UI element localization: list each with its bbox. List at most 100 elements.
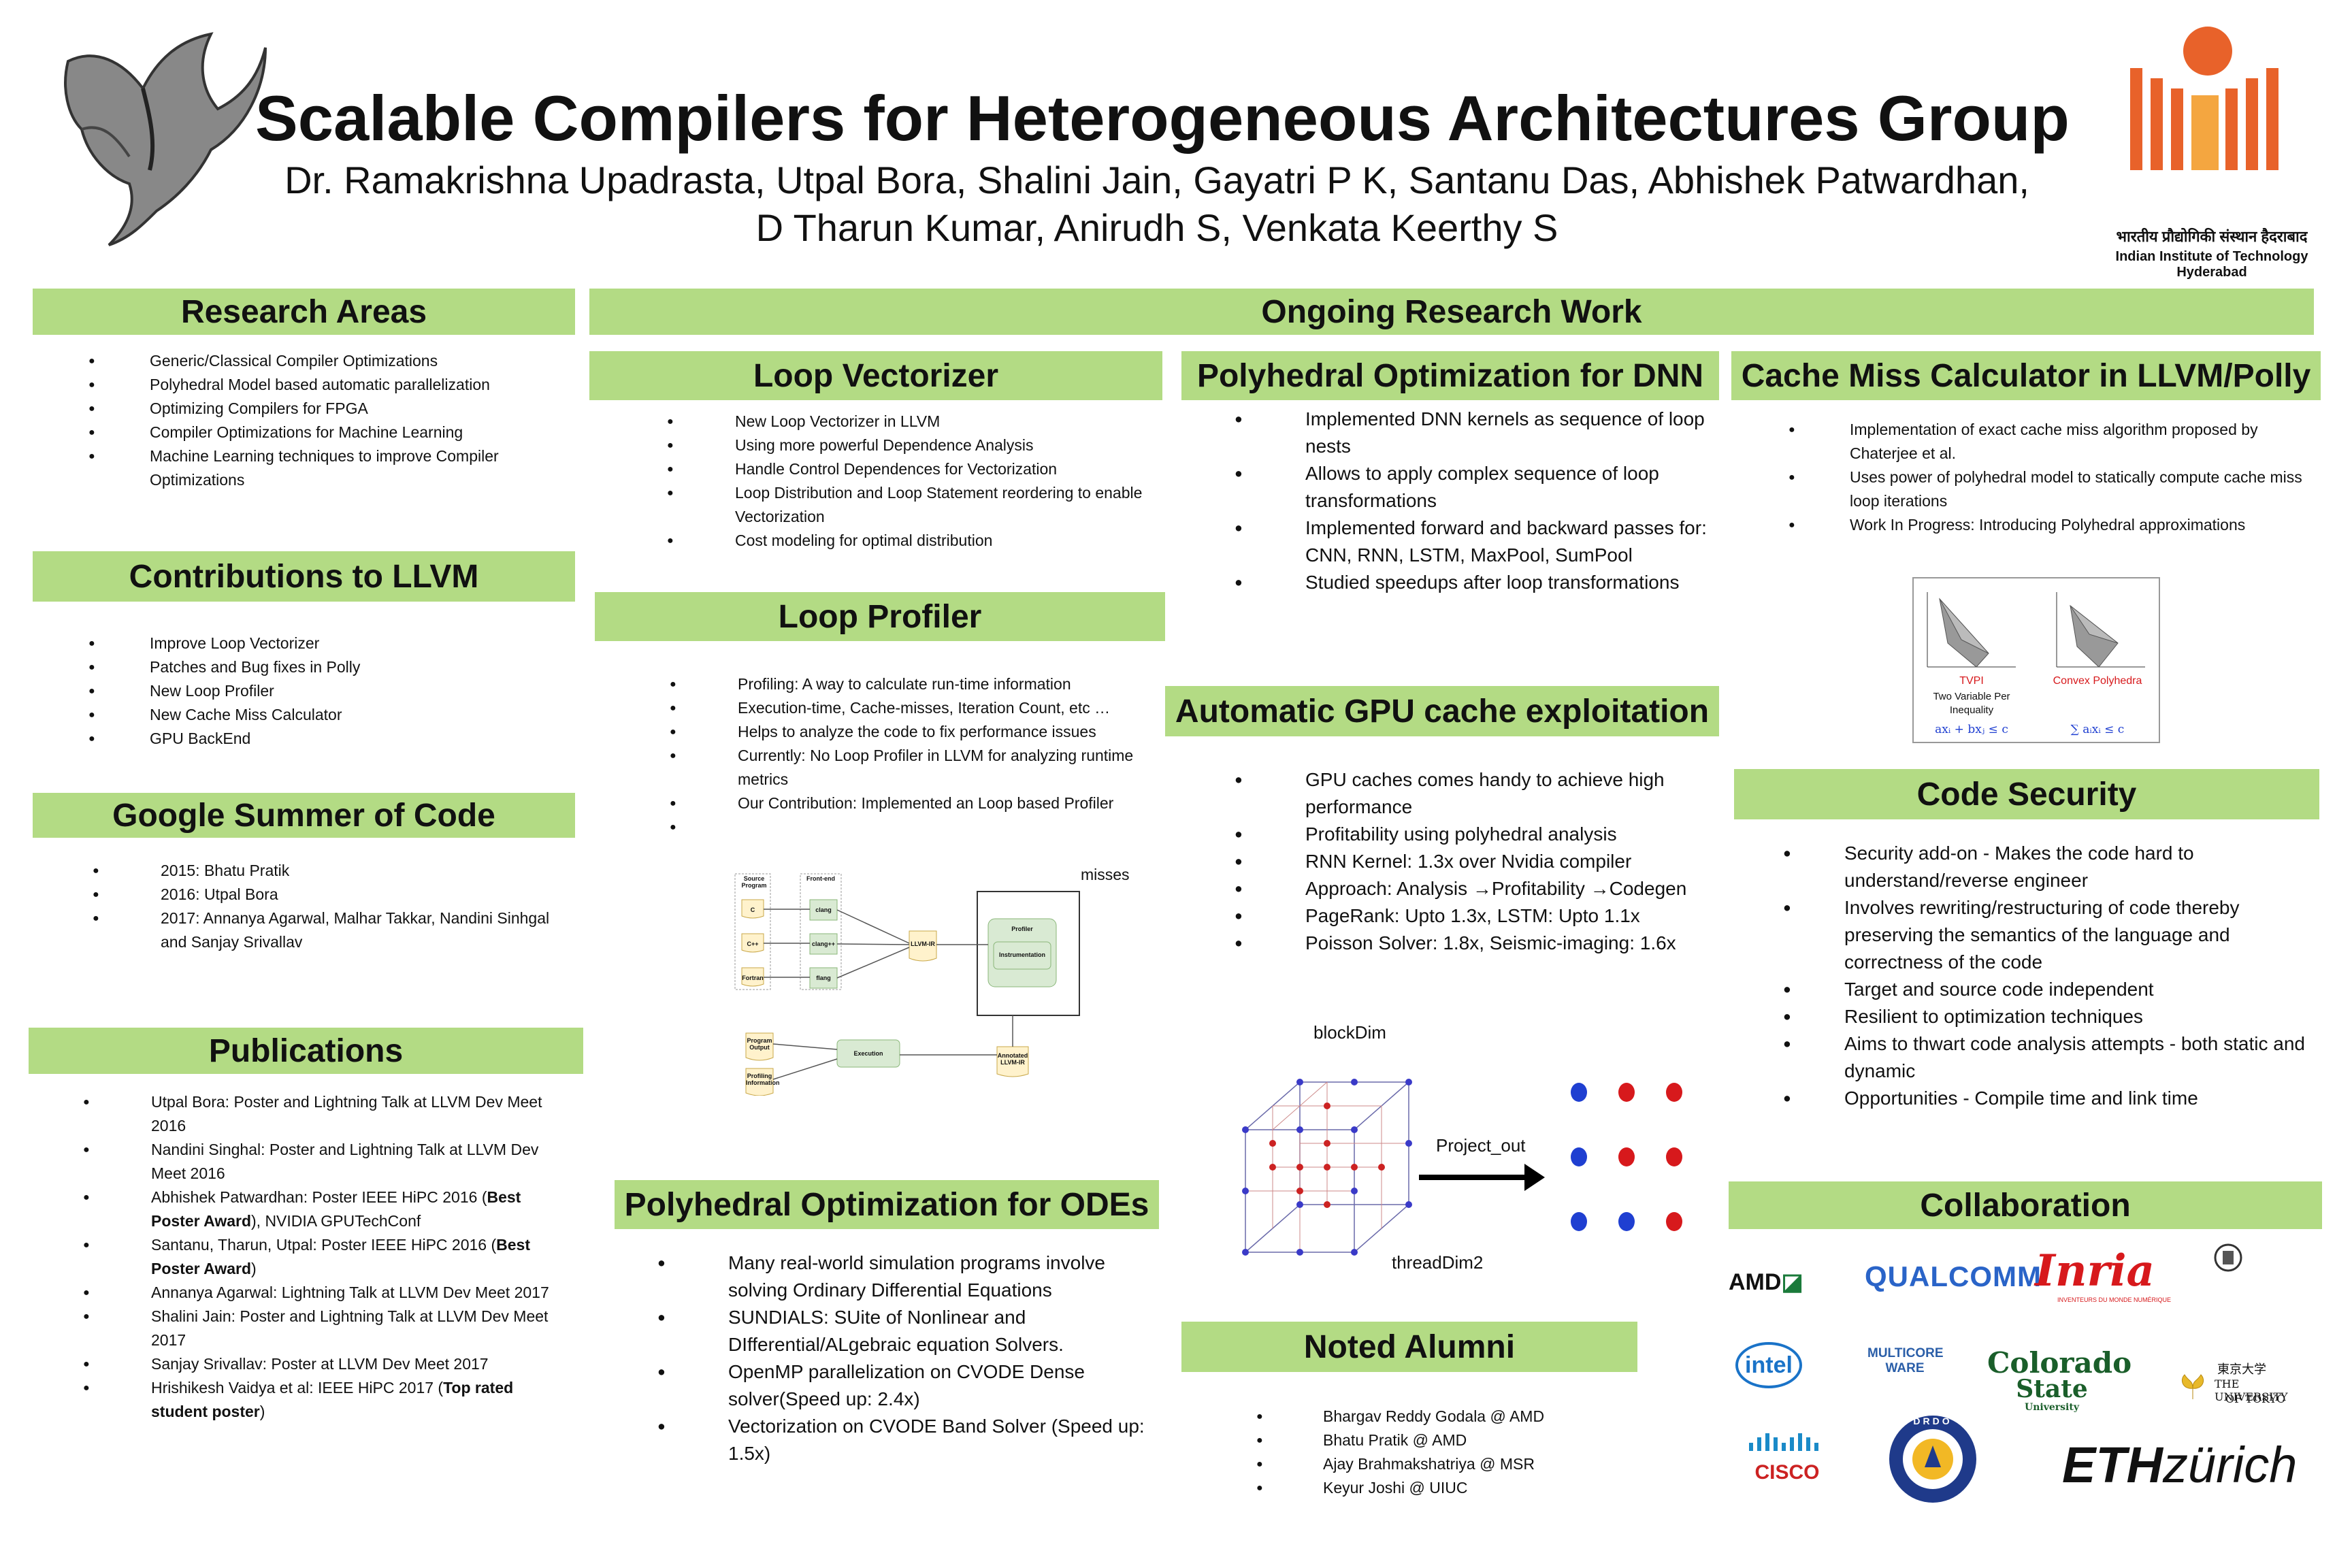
- multicoreware-logo: MULTICORE WARE: [1867, 1346, 1944, 1375]
- list-item: Opportunities - Compile time and link ti…: [1769, 1085, 2307, 1112]
- list-item: Security add-on - Makes the code hard to…: [1769, 840, 2307, 894]
- list-item: Optimizing Compilers for FPGA: [75, 397, 578, 421]
- list-item: Allows to apply complex sequence of loop…: [1230, 460, 1707, 514]
- tokyo-logo: 東京大学 THE UNIVERSITY OF TOKYO: [2178, 1360, 2300, 1414]
- list-item: Helps to analyze the code to fix perform…: [656, 720, 1146, 744]
- diagram-fe-1: clang++: [811, 941, 836, 947]
- fig-label-threaddim: threadDim2: [1392, 1252, 1484, 1273]
- gpu-list: GPU caches comes handy to achieve high p…: [1230, 766, 1707, 957]
- iith-logo: [2123, 20, 2287, 184]
- gpu-banner: Automatic GPU cache exploitation: [1165, 686, 1719, 736]
- diagram-col1-header: Source Program: [741, 875, 767, 889]
- list-item: Bhatu Pratik @ AMD: [1243, 1428, 1651, 1452]
- inria-wordmark: Inria: [2035, 1245, 2155, 1296]
- tvpi-label: TVPI: [1959, 675, 1984, 687]
- research-areas-banner: Research Areas: [33, 289, 575, 335]
- list-item: Shalini Jain: Poster and Lightning Talk …: [69, 1305, 566, 1352]
- convex-label: Convex Polyhedra: [2053, 675, 2142, 687]
- list-item: Improve Loop Vectorizer: [75, 632, 578, 655]
- gsoc-banner: Google Summer of Code: [33, 793, 575, 838]
- list-item: Ajay Brahmakshatriya @ MSR: [1243, 1452, 1651, 1476]
- loop-profiler-banner: Loop Profiler: [595, 592, 1165, 641]
- list-item: SUNDIALS: SUite of Nonlinear and DIffere…: [653, 1304, 1150, 1358]
- list-item: Implementation of exact cache miss algor…: [1775, 418, 2313, 466]
- alumni-banner: Noted Alumni: [1181, 1322, 1637, 1372]
- list-item: Uses power of polyhedral model to static…: [1775, 466, 2313, 513]
- list-item: Handle Control Dependences for Vectoriza…: [653, 457, 1143, 481]
- list-item: Patches and Bug fixes in Polly: [75, 655, 578, 679]
- list-item: Resilient to optimization techniques: [1769, 1003, 2307, 1030]
- ode-list: Many real-world simulation programs invo…: [653, 1250, 1150, 1467]
- list-item: New Cache Miss Calculator: [75, 703, 578, 727]
- cache-banner: Cache Miss Calculator in LLVM/Polly: [1731, 351, 2321, 400]
- list-item: Implemented DNN kernels as sequence of l…: [1230, 406, 1707, 460]
- drdo-emblem: DRDO: [1886, 1411, 1979, 1507]
- list-item: Bhargav Reddy Godala @ AMD: [1243, 1405, 1651, 1428]
- list-item: Approach: Analysis →Profitability →Codeg…: [1230, 875, 1707, 902]
- list-item: Execution-time, Cache-misses, Iteration …: [656, 696, 1146, 720]
- diagram-program-output: Program Output: [747, 1037, 772, 1051]
- research-areas-list: Generic/Classical Compiler Optimizations…: [75, 349, 578, 492]
- tvpi-figure: TVPI Two Variable Per Inequality axᵢ + b…: [1912, 577, 2160, 743]
- diagram-fe-0: clang: [815, 906, 832, 913]
- list-item: Many real-world simulation programs invo…: [653, 1250, 1150, 1304]
- list-item: Target and source code independent: [1769, 976, 2307, 1003]
- list-item: Loop Distribution and Loop Statement reo…: [653, 481, 1143, 529]
- diagram-col2-header: Front-end: [806, 875, 835, 882]
- list-item: New Loop Profiler: [75, 679, 578, 703]
- list-item: Using more powerful Dependence Analysis: [653, 434, 1143, 457]
- amd-logo: AMD◪: [1729, 1269, 1803, 1295]
- tvpi-sub-label: Two Variable Per Inequality: [1933, 691, 2010, 716]
- list-item: OpenMP parallelization on CVODE Dense so…: [653, 1358, 1150, 1413]
- diagram-src-0: C: [750, 906, 755, 913]
- list-item: Generic/Classical Compiler Optimizations: [75, 349, 578, 373]
- list-item: Compiler Optimizations for Machine Learn…: [75, 421, 578, 444]
- alumni-list: Bhargav Reddy Godala @ AMD Bhatu Pratik …: [1243, 1405, 1651, 1500]
- list-item: Profitability using polyhedral analysis: [1230, 821, 1707, 848]
- diagram-ir: LLVM-IR: [911, 941, 935, 947]
- loop-profiler-list: Profiling: A way to calculate run-time i…: [656, 672, 1146, 839]
- cisco-logo: CISCO: [1746, 1433, 1835, 1484]
- contributions-banner: Contributions to LLVM: [33, 551, 575, 602]
- diagram-src-1: C++: [747, 941, 759, 947]
- ongoing-research-banner: Ongoing Research Work: [589, 289, 2314, 335]
- profiler-trailing-text: misses: [1081, 866, 1130, 883]
- list-item: Vectorization on CVODE Band Solver (Spee…: [653, 1413, 1150, 1467]
- list-item: Polyhedral Model based automatic paralle…: [75, 373, 578, 397]
- list-item: 2016: Utpal Bora: [79, 883, 562, 906]
- intel-logo: intel: [1735, 1342, 1802, 1388]
- list-item: Work In Progress: Introducing Polyhedral…: [1775, 513, 2313, 537]
- publications-banner: Publications: [29, 1028, 583, 1074]
- list-item: Poisson Solver: 1.8x, Seismic-imaging: 1…: [1230, 930, 1707, 957]
- diagram-fe-2: flang: [816, 975, 831, 981]
- list-item: Involves rewriting/restructuring of code…: [1769, 894, 2307, 976]
- llvm-dragon-logo: [41, 20, 272, 252]
- tvpi-formula: axᵢ + bxⱼ ≤ c: [1935, 723, 2008, 736]
- fig-label-project-out: Project_out: [1436, 1135, 1526, 1156]
- publications-list: Utpal Bora: Poster and Lightning Talk at…: [69, 1090, 566, 1424]
- loop-vectorizer-list: New Loop Vectorizer in LLVM Using more p…: [653, 410, 1143, 553]
- diagram-execution: Execution: [853, 1050, 883, 1057]
- diagram-annotated: Annotated LLVM-IR: [997, 1052, 1028, 1066]
- dnn-banner: Polyhedral Optimization for DNN: [1181, 351, 1719, 400]
- list-item: Aims to thwart code analysis attempts - …: [1769, 1030, 2307, 1085]
- authors-line-1: Dr. Ramakrishna Upadrasta, Utpal Bora, S…: [284, 159, 2029, 201]
- list-item: Profiling: A way to calculate run-time i…: [656, 672, 1146, 696]
- ginkgo-icon: [2178, 1372, 2208, 1402]
- iisc-emblem-icon: [2213, 1243, 2243, 1273]
- colorado-state-logo: Colorado State University: [1987, 1346, 2132, 1414]
- convex-formula: ∑ aᵢxᵢ ≤ c: [2070, 723, 2125, 736]
- iith-hindi-name: भारतीय प्रौद्योगिकी संस्थान हैदराबाद: [2116, 228, 2308, 245]
- ode-banner: Polyhedral Optimization for ODEs: [615, 1180, 1159, 1229]
- list-item: PageRank: Upto 1.3x, LSTM: Upto 1.1x: [1230, 902, 1707, 930]
- collaboration-banner: Collaboration: [1729, 1181, 2322, 1229]
- profiler-diagram: Source Program Front-end C C++ Fortran c…: [734, 871, 1081, 1096]
- authors: Dr. Ramakrishna Upadrasta, Utpal Bora, S…: [204, 157, 2110, 252]
- authors-line-2: D Tharun Kumar, Anirudh S, Venkata Keert…: [755, 206, 1558, 249]
- code-security-list: Security add-on - Makes the code hard to…: [1769, 840, 2307, 1112]
- diagram-profiling-info: Profiling Information: [746, 1073, 780, 1086]
- eth-zurich-logo: ETHzürich: [2062, 1437, 2298, 1493]
- list-item: Currently: No Loop Profiler in LLVM for …: [656, 744, 1146, 791]
- list-item: 2017: Annanya Agarwal, Malhar Takkar, Na…: [79, 906, 562, 954]
- iith-english-name: Indian Institute of Technology Hyderabad: [2115, 249, 2308, 280]
